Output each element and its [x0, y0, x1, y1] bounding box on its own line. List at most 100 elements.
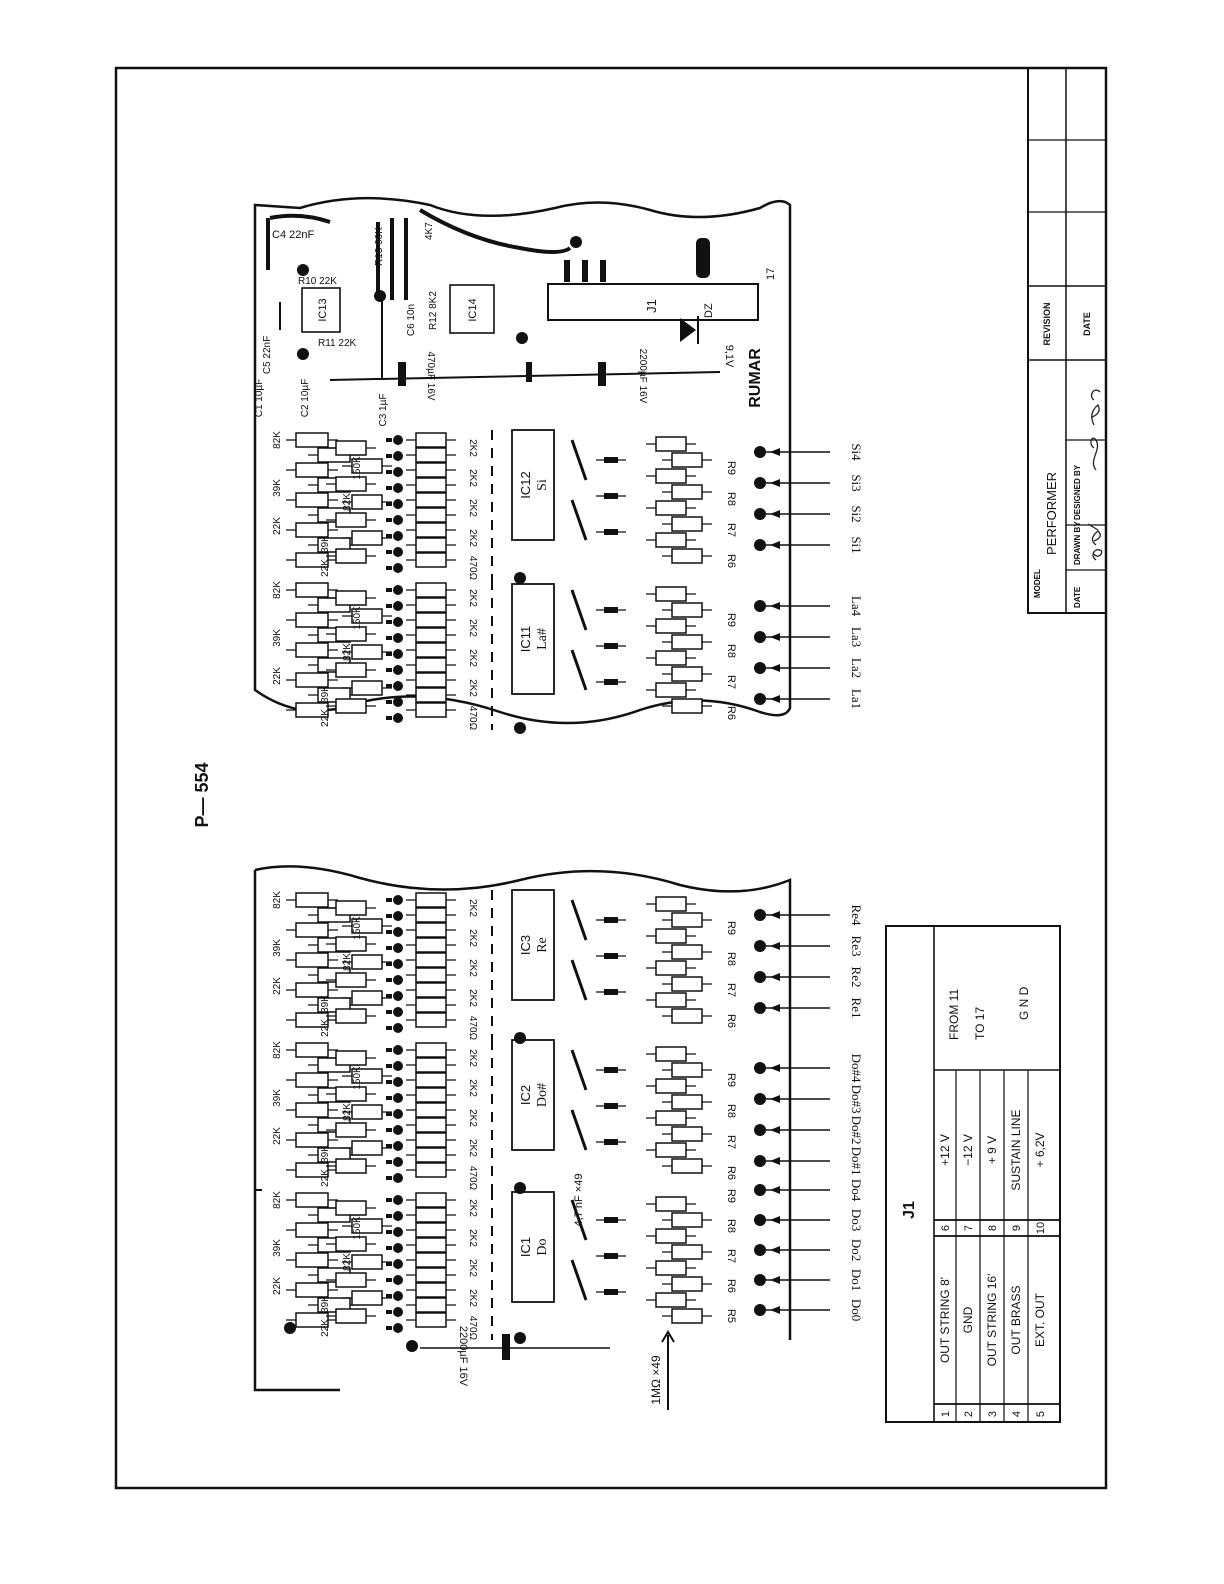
j1-signal-2: +12 V: [938, 1134, 952, 1166]
j1-table-title: J1: [901, 1201, 918, 1219]
bank-value-label: 22K: [320, 1319, 331, 1337]
mid-value-label: 2K2: [467, 1079, 478, 1097]
title-block: REVISION DATE MODEL PERFORMER DATE DRAWN…: [1027, 67, 1107, 614]
j1-pin-number: 5: [1035, 1411, 1047, 1417]
bank-value-label: 82K: [342, 1253, 353, 1271]
mid-value-label: 2K2: [467, 679, 478, 697]
cap-c2: C2 10µF: [300, 379, 311, 418]
cap-c1: C1 10µF: [254, 379, 265, 418]
row-resistor-label: R7: [725, 1135, 737, 1149]
input-pin-label: Re1: [849, 998, 864, 1019]
mid-value-label: 2K2: [467, 1289, 478, 1307]
cap-2200uf-top: 2200µF 16V: [637, 349, 648, 404]
j1-range-from: FROM 11: [947, 989, 961, 1040]
input-pin: Do#2: [754, 1116, 864, 1144]
signature: [1087, 389, 1103, 561]
bank-value-label: 150K: [352, 1216, 363, 1240]
input-pin: Si3: [754, 474, 864, 492]
input-pin: Re2: [754, 967, 864, 987]
mid-value-label: 2K2: [467, 619, 478, 637]
bank-value-label: 82K: [272, 581, 283, 599]
row-resistor-label: R9: [725, 613, 737, 627]
ic1-chip: [511, 1191, 555, 1303]
mid-value-label: 470Ω: [467, 556, 478, 581]
row-resistor-label: R7: [725, 523, 737, 537]
ic1-note: Do: [535, 1238, 550, 1255]
mid-value-label: 2K2: [467, 529, 478, 547]
input-pin: La2: [754, 658, 864, 678]
row-resistor-label: R7: [725, 675, 737, 689]
bank-value-label: 82K: [272, 1191, 283, 1209]
row-resistor-label: R8: [725, 644, 737, 658]
input-pin: La1: [754, 689, 864, 709]
input-pin-label: Do0: [849, 1299, 864, 1321]
j1-pin-label: 17: [765, 268, 777, 280]
bank-value-label: 22K: [272, 667, 283, 685]
input-pin-label: Do#1: [849, 1147, 864, 1176]
ic12-chip: [511, 429, 555, 541]
cap-c3: C3 1µF: [378, 394, 389, 427]
input-pin-label: Re3: [849, 936, 864, 957]
bank-value-label: 150K: [352, 606, 363, 630]
row-resistor-label: R9: [725, 1073, 737, 1087]
cap-470uf: 470µF 16V: [425, 351, 436, 400]
res-r10: R10 22K: [298, 276, 337, 287]
input-pin: Do#4: [754, 1054, 864, 1083]
bank-value-label: 39K: [272, 939, 283, 957]
cap-c4: C4 22nF: [272, 229, 314, 241]
j1-pin-number: 2: [963, 1411, 975, 1417]
ic3-label: IC3: [518, 935, 533, 955]
bottom-board: 82K150K39K82K22K39K22K2K22K22K22K2470Ω82…: [253, 865, 864, 1410]
row-resistor-label: R6: [725, 1014, 737, 1028]
bank-value-label: 82K: [272, 891, 283, 909]
input-pin: Do#3: [754, 1085, 864, 1114]
row-resistor-label: R8: [725, 492, 737, 506]
bank-value-label: 82K: [342, 643, 353, 661]
cap-c6: C6 10n: [406, 304, 417, 336]
bank-value-label: 22K: [272, 517, 283, 535]
ic11-label: IC11: [518, 626, 533, 653]
model-value: PERFORMER: [1044, 472, 1059, 555]
input-pin-label: Re4: [849, 905, 864, 926]
input-pin: Re4: [754, 905, 864, 926]
j1-pin-number-2: 9: [1011, 1225, 1023, 1231]
ic3-note: Re: [535, 937, 550, 953]
mid-value-label: 2K2: [467, 469, 478, 487]
row-resistor-label: R6: [725, 1166, 737, 1180]
res-r11: R11 22K: [318, 338, 357, 349]
j1-signal: OUT STRING 16': [985, 1274, 999, 1367]
bank-value-label: 39K: [272, 1239, 283, 1257]
date-label-2: DATE: [1073, 586, 1082, 608]
bank-value-label: 82K: [272, 1041, 283, 1059]
j1-pin-number-2: 6: [940, 1225, 952, 1231]
bank-value-label: 82K: [342, 493, 353, 511]
j1-pin-number-2: 8: [987, 1225, 999, 1231]
mid-value-label: 2K2: [467, 439, 478, 457]
j1-signal-2: + 9 V: [985, 1136, 999, 1164]
ic13-chip: [301, 287, 341, 333]
bank-value-label: 39K: [272, 1089, 283, 1107]
mid-value-label: 470Ω: [467, 706, 478, 731]
bank-value-label: 82K: [342, 1103, 353, 1121]
bank-value-label: 39K: [272, 629, 283, 647]
row-resistor-label: R6: [725, 1279, 737, 1293]
zener-value: 9,1V: [723, 345, 735, 368]
j1-signal-2: −12 V: [961, 1134, 975, 1166]
row-resistor-label: R8: [725, 1219, 737, 1233]
zener-label: DZ: [703, 303, 715, 318]
input-pin-label: Do4: [849, 1179, 864, 1202]
input-pin: Re3: [754, 936, 864, 957]
input-pin-label: Do#3: [849, 1085, 864, 1114]
mid-value-label: 470Ω: [467, 1166, 478, 1191]
row-resistor-label: R6: [725, 554, 737, 568]
input-pin-label: La4: [849, 596, 864, 617]
bank-value-label: 22K: [320, 1169, 331, 1187]
